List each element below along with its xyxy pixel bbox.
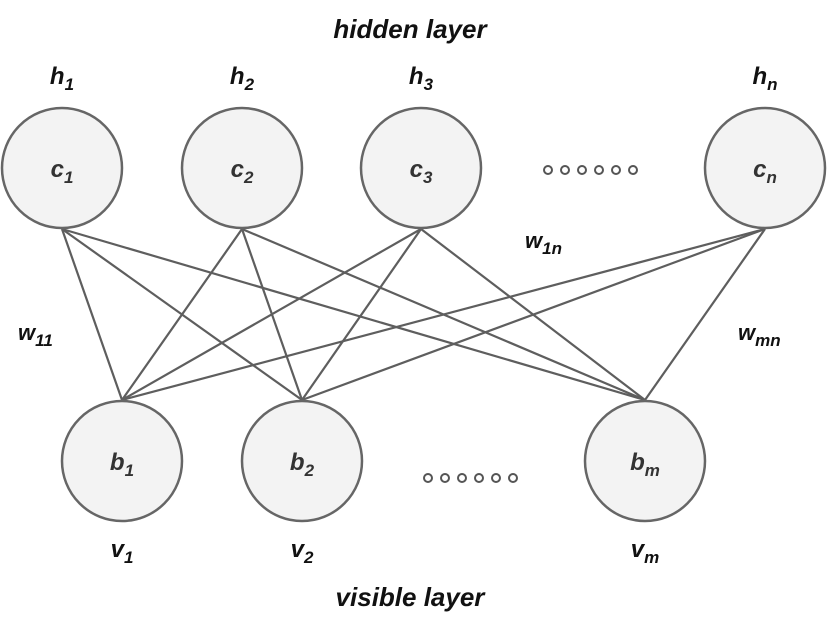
- connection-edge: [644, 228, 766, 401]
- ellipsis-dot: [560, 165, 570, 175]
- connection-edge: [61, 227, 646, 402]
- hidden-unit-label: h1: [50, 63, 74, 94]
- hidden-unit-label: h2: [230, 63, 255, 94]
- hidden-bias-label: c1: [51, 156, 74, 187]
- weight-label-wmn: wmn: [738, 320, 781, 350]
- ellipsis-dot: [628, 165, 638, 175]
- visible-unit-circle: [583, 399, 707, 523]
- hidden-ellipsis: [543, 165, 638, 175]
- visible-ellipsis: [423, 473, 518, 483]
- hidden-unit: h1 c1: [0, 63, 124, 230]
- hidden-unit-circle: [0, 106, 124, 230]
- visible-bias-label: b2: [290, 449, 315, 480]
- visible-unit-label: v1: [111, 536, 134, 567]
- ellipsis-dot: [474, 473, 484, 483]
- visible-unit: bm vm: [583, 399, 707, 567]
- connection-edge: [121, 228, 422, 401]
- visible-unit-circle: [240, 399, 364, 523]
- hidden-bias-label: c3: [410, 156, 433, 187]
- visible-unit-label: v2: [291, 536, 314, 567]
- ellipsis-dot: [491, 473, 501, 483]
- connection-edge: [60, 228, 124, 401]
- ellipsis-dot: [440, 473, 450, 483]
- hidden-bias-label: c2: [231, 156, 254, 187]
- hidden-unit: h2 c2: [180, 63, 304, 230]
- hidden-unit-circle: [180, 106, 304, 230]
- connection-edge: [301, 227, 766, 402]
- hidden-unit-label: hn: [752, 63, 777, 94]
- hidden-unit: hn cn: [703, 63, 827, 230]
- ellipsis-dot: [508, 473, 518, 483]
- ellipsis-dot: [594, 165, 604, 175]
- ellipsis-dot: [543, 165, 553, 175]
- weight-label-w11: w11: [18, 320, 53, 350]
- ellipsis-dot: [611, 165, 621, 175]
- weight-label-w1n: w1n: [525, 228, 562, 258]
- visible-bias-label: b1: [110, 449, 134, 480]
- ellipsis-dot: [457, 473, 467, 483]
- hidden-unit-circle: [359, 106, 483, 230]
- ellipsis-dot: [577, 165, 587, 175]
- visible-unit-circle: [60, 399, 184, 523]
- edges-group: [60, 227, 766, 402]
- connection-edge: [301, 228, 422, 401]
- visible-unit: b1 v1: [60, 399, 184, 567]
- hidden-unit: h3 c3: [359, 63, 483, 230]
- connection-edge: [121, 228, 243, 401]
- hidden-unit-circle: [703, 106, 827, 230]
- hidden-unit-label: h3: [409, 63, 434, 94]
- connection-edge: [121, 227, 766, 402]
- visible-layer-title: visible layer: [336, 582, 487, 612]
- visible-unit-label: vm: [631, 536, 659, 567]
- ellipsis-dot: [423, 473, 433, 483]
- visible-unit: b2 v2: [240, 399, 364, 567]
- visible-bias-label: bm: [630, 449, 660, 480]
- hidden-layer-title: hidden layer: [333, 14, 488, 44]
- hidden-bias-label: cn: [753, 156, 777, 187]
